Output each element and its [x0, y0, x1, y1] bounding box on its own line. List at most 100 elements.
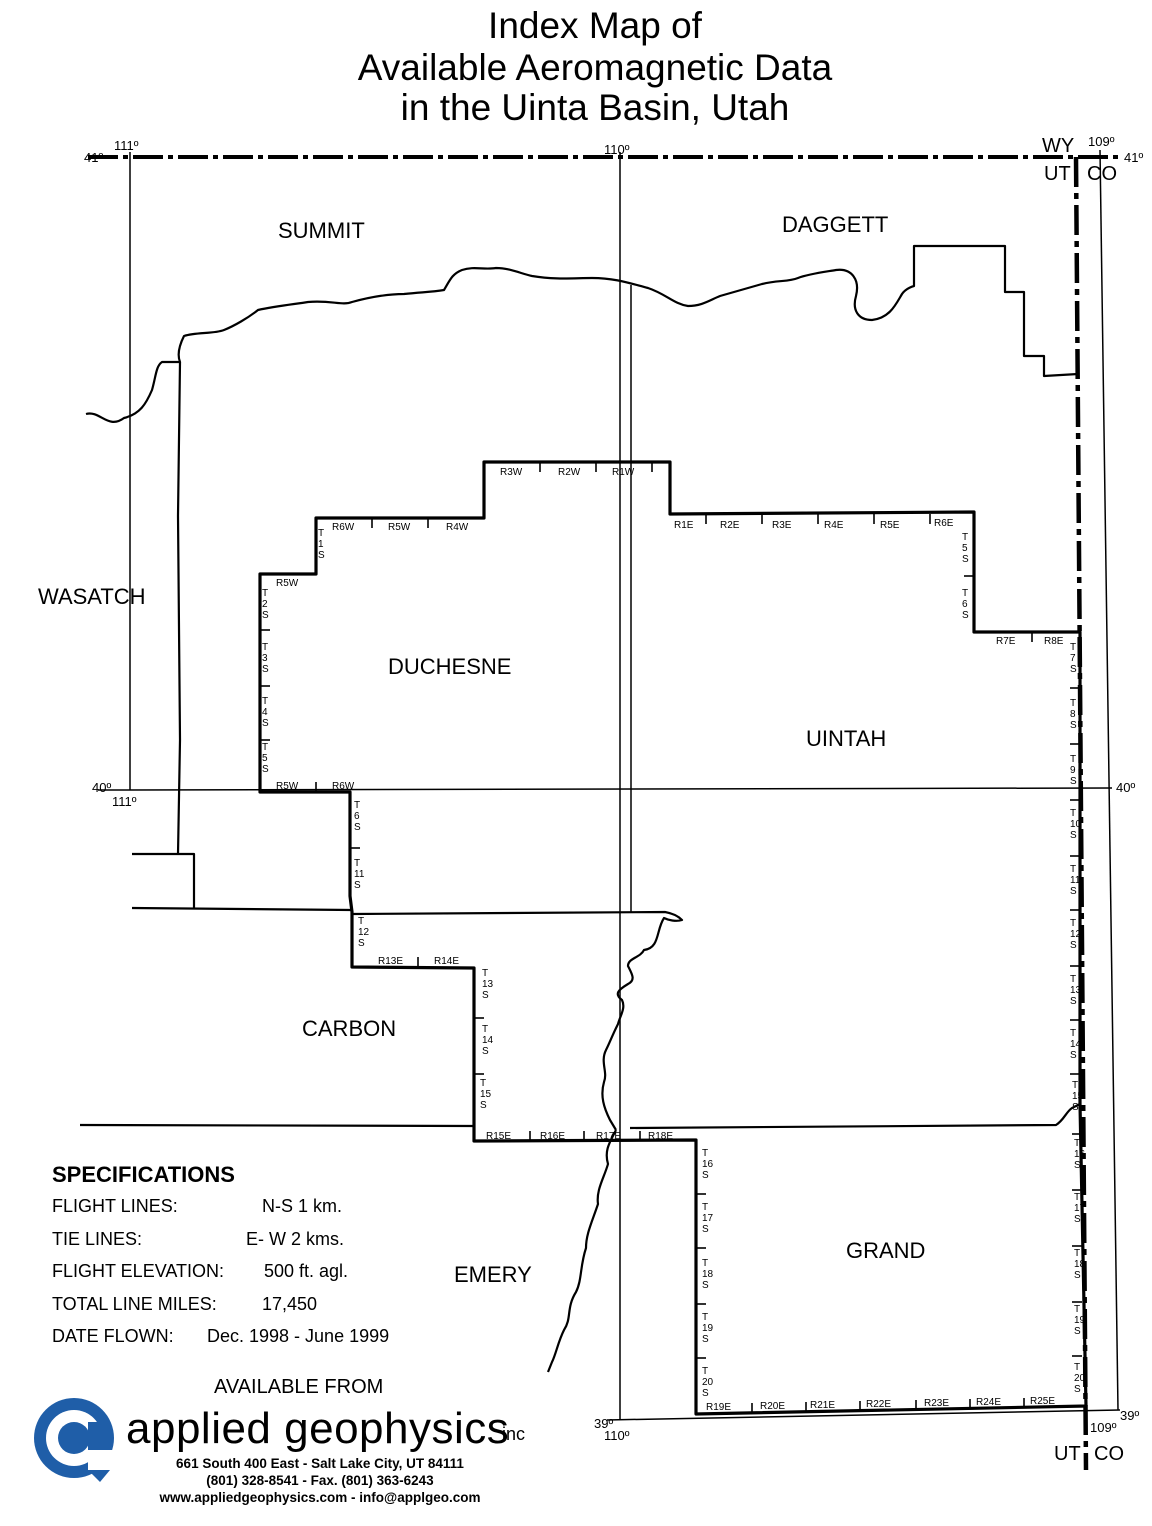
lat-39-left-label: 39º: [594, 1416, 613, 1431]
spec-tie-lines: TIE LINES: E- W 2 kms.: [52, 1228, 344, 1262]
company-web[interactable]: www.appliedgeophysics.com - info@applgeo…: [159, 1490, 481, 1505]
spec-total-line-miles-label: TOTAL LINE MILES:: [52, 1293, 217, 1314]
range-r25e-label: R25E: [1030, 1396, 1055, 1407]
map-title-line-1: Index Map of: [488, 5, 702, 46]
spec-flight-elevation-label: FLIGHT ELEVATION:: [52, 1261, 225, 1281]
state-co-top-label: CO: [1087, 163, 1117, 185]
survey-tick-marks: [260, 462, 1082, 1413]
county-duchesne-label: DUCHESNE: [388, 654, 511, 679]
company-logo-icon: [34, 1398, 114, 1482]
range-r3e-label: R3E: [772, 520, 792, 531]
county-boundaries: [79, 244, 1081, 1373]
survey-area-boundary: [258, 460, 1088, 1416]
wasatch-south-boundary: [132, 852, 196, 908]
lon-111-mid-label: 111º: [112, 794, 137, 809]
range-r13e-label: R13E: [378, 956, 403, 967]
map-title-line-2: Available Aeromagnetic Data: [357, 47, 833, 88]
lat-40-left-label: 40º: [92, 780, 111, 795]
company-name: applied geophysics: [126, 1404, 510, 1453]
spec-flight-elevation: FLIGHT ELEVATION: 500 ft. agl.: [52, 1261, 348, 1294]
range-r5w-mid-label: R5W: [276, 578, 299, 589]
county-wasatch-label: WASATCH: [38, 584, 146, 609]
lon-111-top-label: 111º: [114, 138, 139, 153]
county-emery-label: EMERY: [454, 1262, 532, 1287]
available-from-label: AVAILABLE FROM: [214, 1376, 384, 1398]
spec-date-flown: DATE FLOWN: Dec. 1998 - June 1999: [52, 1326, 389, 1359]
range-r23e-label: R23E: [924, 1398, 949, 1409]
range-r5e-label: R5E: [880, 520, 900, 531]
wasatch-east-boundary: [176, 361, 182, 855]
range-r1w-label: R1W: [612, 467, 635, 478]
lon-109-top-label: 109º: [1088, 134, 1115, 149]
range-r2e-label: R2E: [720, 520, 740, 531]
lon-109-bottom-label: 109º: [1090, 1420, 1117, 1435]
company-suffix: inc: [502, 1424, 526, 1444]
company-phone: (801) 328-8541 - Fax. (801) 363-6243: [206, 1473, 434, 1488]
spec-date-flown-value: Dec. 1998 - June 1999: [207, 1326, 390, 1346]
spec-tie-lines-label: TIE LINES:: [52, 1228, 143, 1249]
range-r22e-label: R22E: [866, 1399, 891, 1410]
lat-40-right-label: 40º: [1116, 780, 1135, 795]
spec-flight-lines: FLIGHT LINES: N-S 1 km.: [52, 1196, 342, 1229]
parallel-40-line: [97, 787, 1113, 791]
lat-41-left-label: 41º: [84, 150, 103, 165]
range-r6w-bottom-label: R6W: [332, 781, 355, 792]
emery-grand-boundary: [546, 1129, 617, 1373]
carbon-emery-boundary: [79, 1123, 475, 1128]
parallel-39-line: [606, 1409, 1121, 1421]
spec-total-line-miles: TOTAL LINE MILES: 17,450: [52, 1293, 317, 1327]
spec-flight-elevation-value: 500 ft. agl.: [264, 1261, 349, 1281]
lon-110-top-label: 110º: [604, 142, 630, 157]
state-ut-bottom-label: UT: [1054, 1443, 1081, 1465]
map-title-line-3: in the Uinta Basin, Utah: [400, 87, 790, 128]
meridian-109-line: [1099, 149, 1119, 1411]
state-wy-label: WY: [1042, 135, 1074, 157]
range-r6w-top-label: R6W: [332, 522, 355, 533]
state-co-bottom-label: CO: [1094, 1443, 1124, 1465]
spec-total-line-miles-value: 17,450: [262, 1293, 318, 1314]
range-r5w-top-label: R5W: [388, 522, 411, 533]
graticule: [97, 149, 1121, 1421]
range-r16e-label: R16E: [540, 1131, 565, 1142]
county-uintah-label: UINTAH: [806, 726, 886, 751]
range-r20e-label: R20E: [760, 1401, 785, 1412]
spec-date-flown-label: DATE FLOWN:: [52, 1326, 174, 1346]
specifications-panel: SPECIFICATIONS FLIGHT LINES: N-S 1 km. T…: [52, 1162, 389, 1359]
range-r24e-label: R24E: [976, 1397, 1001, 1408]
range-r15e-label: R15E: [486, 1131, 511, 1142]
lon-110-bottom-label: 110º: [604, 1428, 630, 1443]
county-summit-label: SUMMIT: [278, 218, 365, 243]
range-r3w-label: R3W: [500, 467, 523, 478]
range-r19e-label: R19E: [706, 1402, 731, 1413]
range-r2w-label: R2W: [558, 467, 581, 478]
spec-tie-lines-value: E- W 2 kms.: [246, 1228, 344, 1249]
range-r7e-label: R7E: [996, 636, 1016, 647]
range-r21e-label: R21E: [810, 1400, 835, 1411]
state-ut-top-label: UT: [1044, 163, 1071, 185]
